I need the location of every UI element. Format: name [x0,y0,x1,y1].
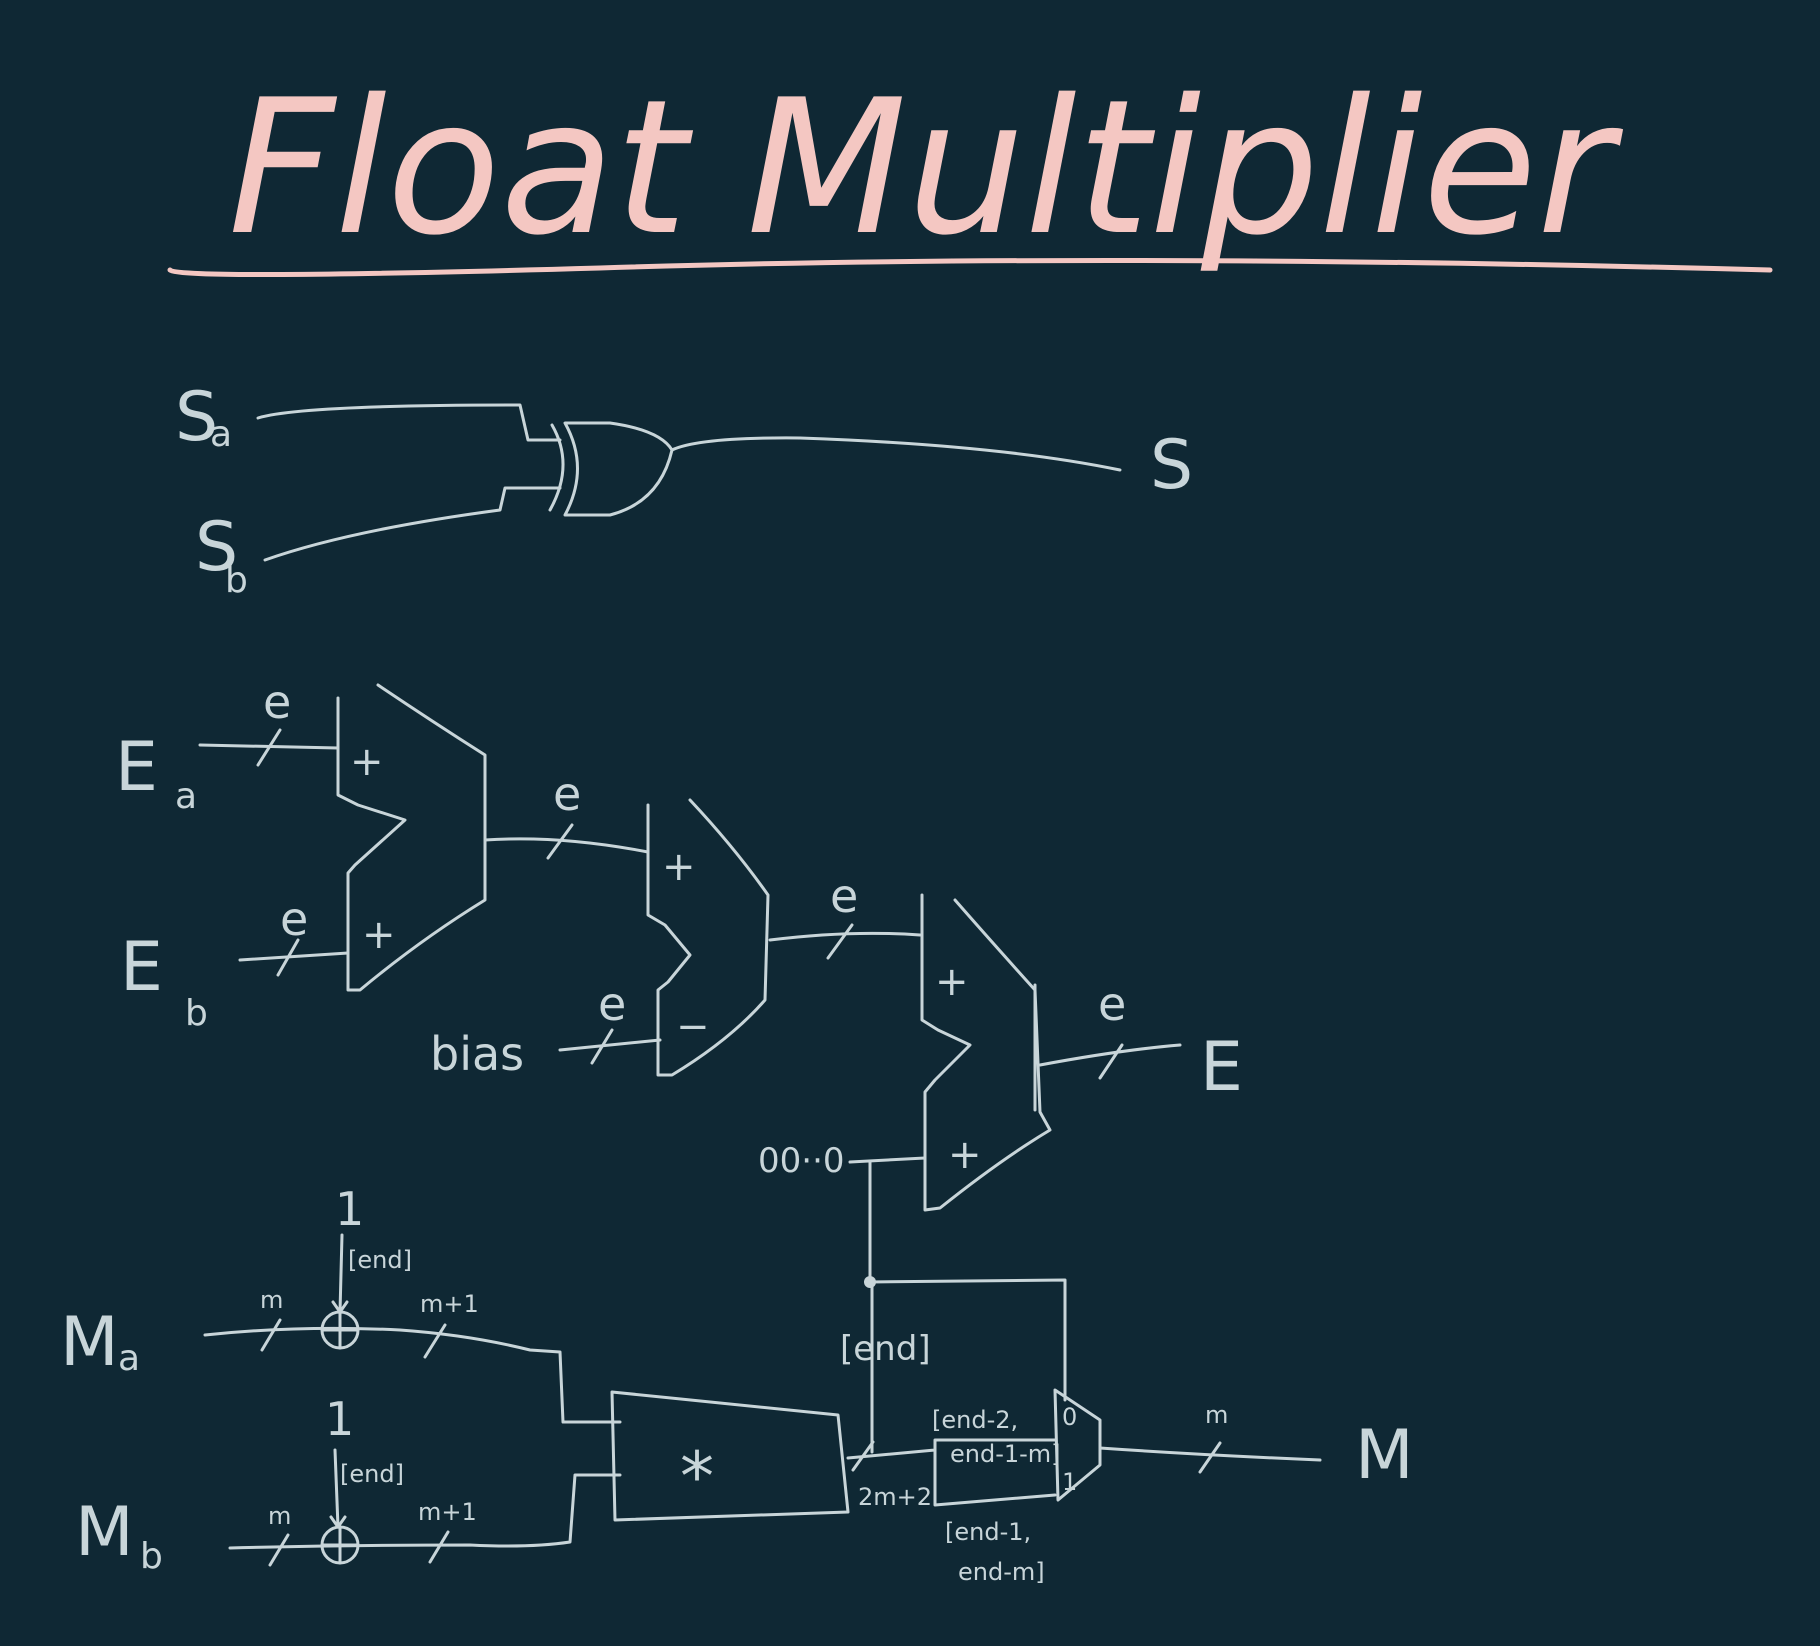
product-bus-mark [851,1440,875,1472]
sign-b-wire [263,486,562,562]
exp-biased-width: e [830,869,858,923]
bias-wire [558,1038,662,1052]
man-b-subscript: b [140,1536,163,1577]
man-a-width-m1: m+1 [420,1290,479,1318]
exp-biased-wire [768,931,922,942]
xor-gate-body [563,421,674,517]
exp-a-width: e [263,675,291,729]
sign-a-label: S [175,378,218,457]
exp-b-bus-mark [276,938,300,977]
product-wire-lower [933,1448,1057,1507]
exp-b-wire [238,951,350,962]
sign-a-subscript: a [210,414,232,455]
man-b-wire [228,1473,622,1550]
sign-b-label: S [195,508,238,587]
man-out-wire [1098,1446,1322,1462]
man-b-bus-mark-m1 [428,1530,450,1564]
exp-sum-width: e [553,767,581,821]
exp-out-bus-mark [1098,1043,1124,1080]
man-b-one-wire [333,1448,340,1529]
man-a-subscript: a [118,1338,140,1379]
adder-1-plus-b: + [362,912,396,958]
man-b-label: M [75,1493,134,1572]
mux-block [1053,1388,1102,1502]
man-a-wire [203,1326,622,1424]
exp-out-width: e [1098,977,1126,1031]
mux-top-label: [end-2, [932,1406,1018,1434]
man-a-one: 1 [335,1182,364,1236]
mux-select-wire [868,1278,1067,1402]
adder-3 [920,893,1052,1212]
end-bit-label: [end] [840,1329,931,1369]
adder-3-plus-b: + [948,1132,982,1178]
product-width: 2m+2 [858,1483,932,1511]
adder-1-plus-a: + [350,739,384,785]
sign-out-wire [670,436,1122,472]
man-a-one-arrow [331,1300,349,1314]
man-a-concat-cross [320,1310,360,1350]
exp-sum-wire [483,837,650,854]
exp-a-bus-mark [256,728,282,767]
man-a-one-wire [338,1233,344,1314]
adder-1 [336,683,487,992]
man-a-one-end: [end] [348,1246,412,1274]
mux-top-label-2: end-1-m] [950,1440,1061,1468]
multiplier-block [610,1390,850,1522]
mux-input-0: 0 [1062,1403,1077,1431]
adder-2-plus: + [662,844,696,890]
man-a-label: M [60,1303,119,1382]
sign-out-label: S [1150,426,1193,505]
mux-bottom-label-2: end-m] [958,1558,1045,1586]
mux-bottom-label: [end-1, [945,1518,1031,1546]
exp-out-label: E [1200,1028,1243,1107]
mantissa-section: M a M b m m+1 1 [end] m m+1 1 [end] * [60,1182,1414,1586]
man-b-one: 1 [325,1392,354,1446]
man-b-width-m: m [268,1502,291,1530]
man-b-bus-mark-m [268,1533,290,1567]
zeros-label: 00··0 [758,1141,845,1181]
exp-b-label: E [120,928,163,1007]
man-b-concat-cross [320,1525,360,1565]
exp-sum-bus-mark [546,823,574,860]
mux-input-1: 1 [1062,1468,1077,1496]
sign-b-subscript: b [225,560,248,601]
man-out-bus-mark [1198,1441,1222,1474]
man-a-width-m: m [260,1286,283,1314]
bias-label: bias [430,1027,524,1081]
exp-a-label: E [115,728,158,807]
multiplier-symbol: * [680,1438,714,1517]
xor-gate-back [548,423,565,512]
exp-b-subscript: b [185,993,208,1034]
exp-b-width: e [280,892,308,946]
bias-bus-mark [590,1028,614,1065]
bias-width: e [598,977,626,1031]
man-out-width: m [1205,1401,1228,1429]
man-b-one-end: [end] [340,1460,404,1488]
man-b-one-arrow [329,1515,347,1529]
sign-section: S a S b S [175,378,1193,601]
exp-out-wire [1038,1043,1182,1067]
page-title: Float Multiplier [228,59,1624,276]
man-out-label: M [1355,1416,1414,1495]
sign-a-wire [256,403,562,442]
adder-3-plus-a: + [935,959,969,1005]
man-a-bus-mark-m [260,1318,282,1352]
title-underline [167,257,1773,278]
zeros-wire [848,1156,927,1164]
exp-a-subscript: a [175,776,197,817]
exp-biased-bus-mark [826,923,854,960]
adder-2-subtractor [646,798,770,1077]
adder-2-minus: − [676,1004,710,1050]
product-wire [846,1438,1057,1460]
exponent-section: E a E b e e + + e bias e + − e 00··0 [115,675,1243,1284]
man-a-bus-mark-m1 [423,1323,447,1359]
man-b-width-m1: m+1 [418,1498,477,1526]
